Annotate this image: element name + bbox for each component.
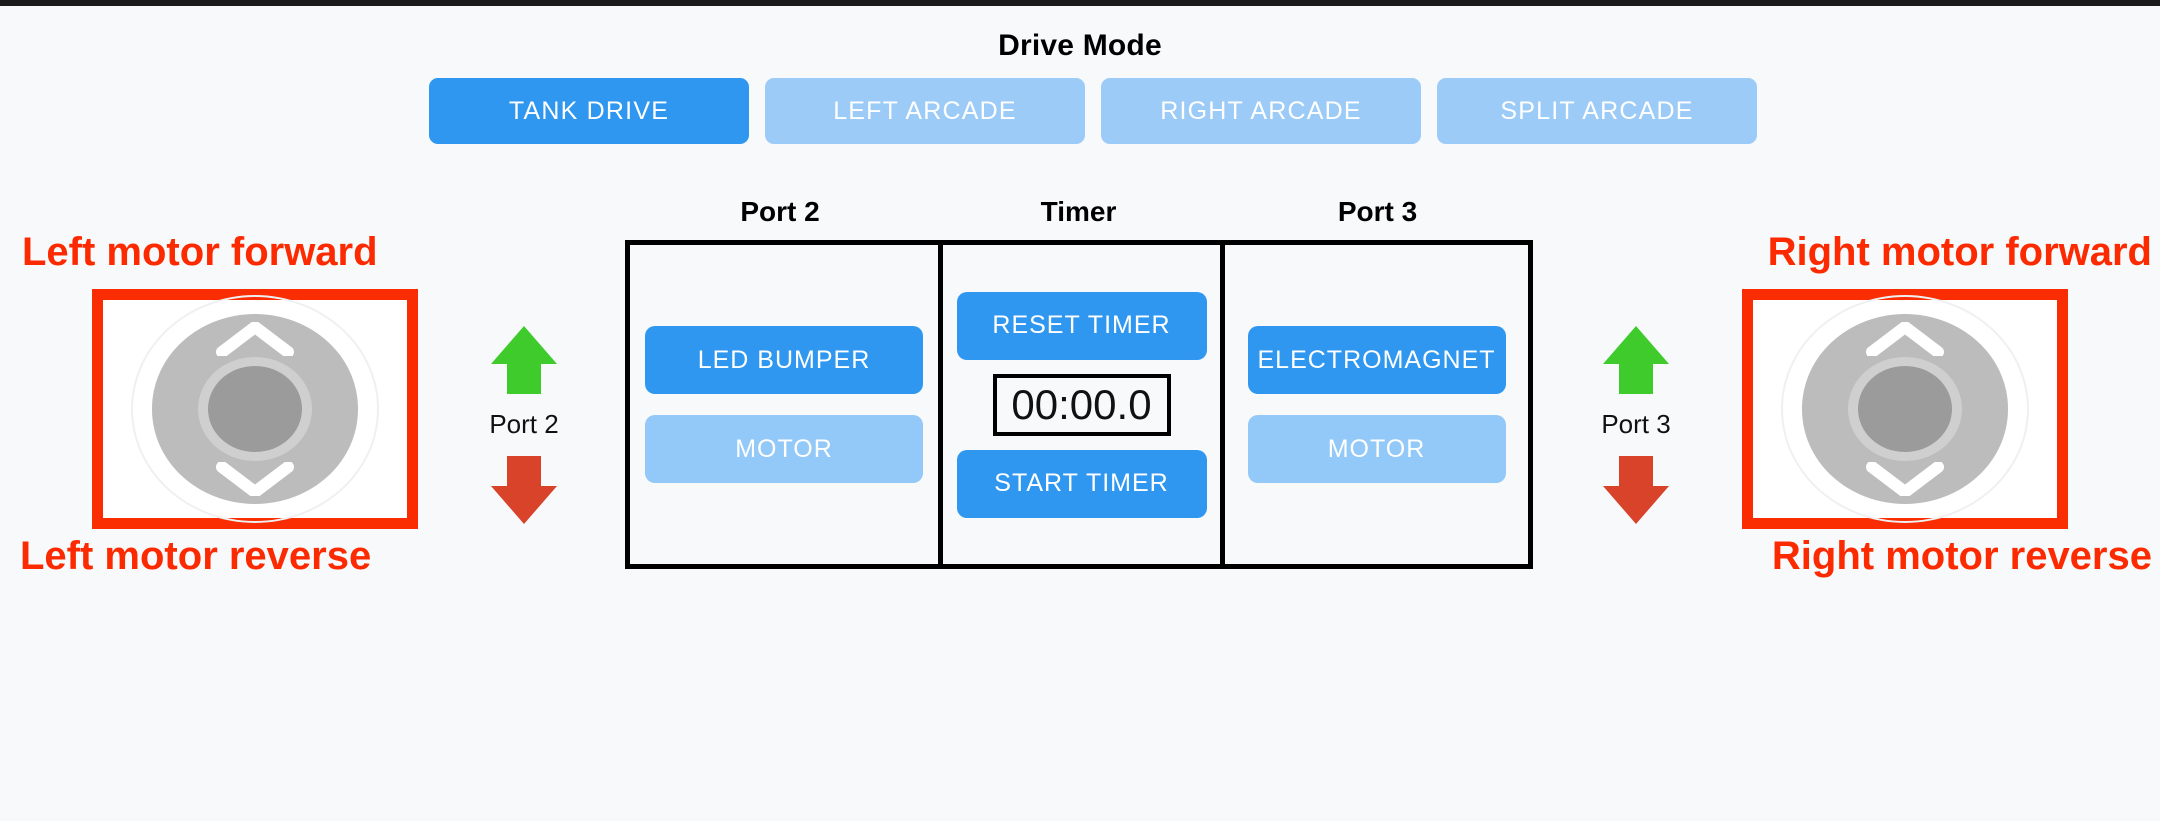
left-joystick-highlight-box: [92, 289, 418, 529]
right-motor-control-group: Right motor forward Right motor reverse …: [1535, 6, 2160, 821]
column-header-timer: Timer: [1040, 196, 1117, 227]
drive-mode-title: Drive Mode: [998, 29, 1162, 62]
window-top-bar: [0, 0, 2160, 6]
panel-column-headers: Port 2 Timer Port 3: [625, 196, 1533, 236]
led-bumper-button[interactable]: LED BUMPER: [645, 326, 923, 394]
right-port-label: Port 3: [1601, 409, 1671, 439]
green-up-arrow-icon: [491, 326, 557, 394]
right-port-direction-legend: Port 3: [1576, 324, 1696, 526]
chevron-up-icon: [216, 322, 294, 357]
column-header-port-3: Port 3: [1337, 196, 1418, 227]
joystick-outer-ring: [1781, 295, 2029, 523]
joystick-knob[interactable]: [1857, 365, 1953, 453]
left-motor-reverse-annotation: Left motor reverse: [20, 534, 372, 578]
drive-mode-left-arcade-button[interactable]: LEFT ARCADE: [765, 78, 1085, 144]
column-header-port-2: Port 2: [740, 196, 820, 227]
panel-column-port-3: ELECTROMAGNET MOTOR: [1225, 245, 1528, 564]
right-joystick-highlight-box: [1742, 289, 2068, 529]
chevron-down-icon: [216, 461, 294, 496]
app-stage: Drive Mode TANK DRIVE LEFT ARCADE RIGHT …: [0, 6, 2160, 821]
electromagnet-button[interactable]: ELECTROMAGNET: [1247, 326, 1506, 394]
left-motor-control-group: Left motor forward Left motor reverse Po…: [0, 6, 625, 821]
panel-column-timer: RESET TIMER 00:00.0 START TIMER: [938, 245, 1225, 564]
drive-mode-split-arcade-button[interactable]: SPLIT ARCADE: [1437, 78, 1757, 144]
reset-timer-button[interactable]: RESET TIMER: [956, 291, 1207, 360]
drive-mode-tank-drive-button[interactable]: TANK DRIVE: [429, 78, 749, 144]
timer-display: 00:00.0: [992, 373, 1171, 436]
right-motor-forward-annotation: Right motor forward: [1767, 230, 2152, 274]
panel-column-port-2: LED BUMPER MOTOR: [630, 245, 938, 564]
left-joystick[interactable]: [131, 295, 379, 523]
control-panel: LED BUMPER MOTOR RESET TIMER 00:00.0 STA…: [625, 240, 1533, 569]
green-up-arrow-icon: [1603, 326, 1669, 394]
chevron-up-icon: [1866, 322, 1944, 357]
chevron-down-icon: [1866, 461, 1944, 496]
left-motor-forward-annotation: Left motor forward: [22, 230, 378, 274]
drive-mode-button-group: TANK DRIVE LEFT ARCADE RIGHT ARCADE SPLI…: [429, 78, 1757, 144]
right-motor-reverse-annotation: Right motor reverse: [1771, 534, 2152, 578]
right-joystick[interactable]: [1781, 295, 2029, 523]
left-port-label: Port 2: [489, 409, 559, 439]
red-down-arrow-icon: [1603, 456, 1669, 524]
joystick-knob[interactable]: [207, 365, 303, 453]
port-3-motor-button[interactable]: MOTOR: [1247, 415, 1506, 483]
left-port-direction-legend: Port 2: [464, 324, 584, 526]
red-down-arrow-icon: [491, 456, 557, 524]
drive-mode-right-arcade-button[interactable]: RIGHT ARCADE: [1101, 78, 1421, 144]
joystick-outer-ring: [131, 295, 379, 523]
port-2-motor-button[interactable]: MOTOR: [645, 415, 923, 483]
start-timer-button[interactable]: START TIMER: [956, 449, 1207, 518]
